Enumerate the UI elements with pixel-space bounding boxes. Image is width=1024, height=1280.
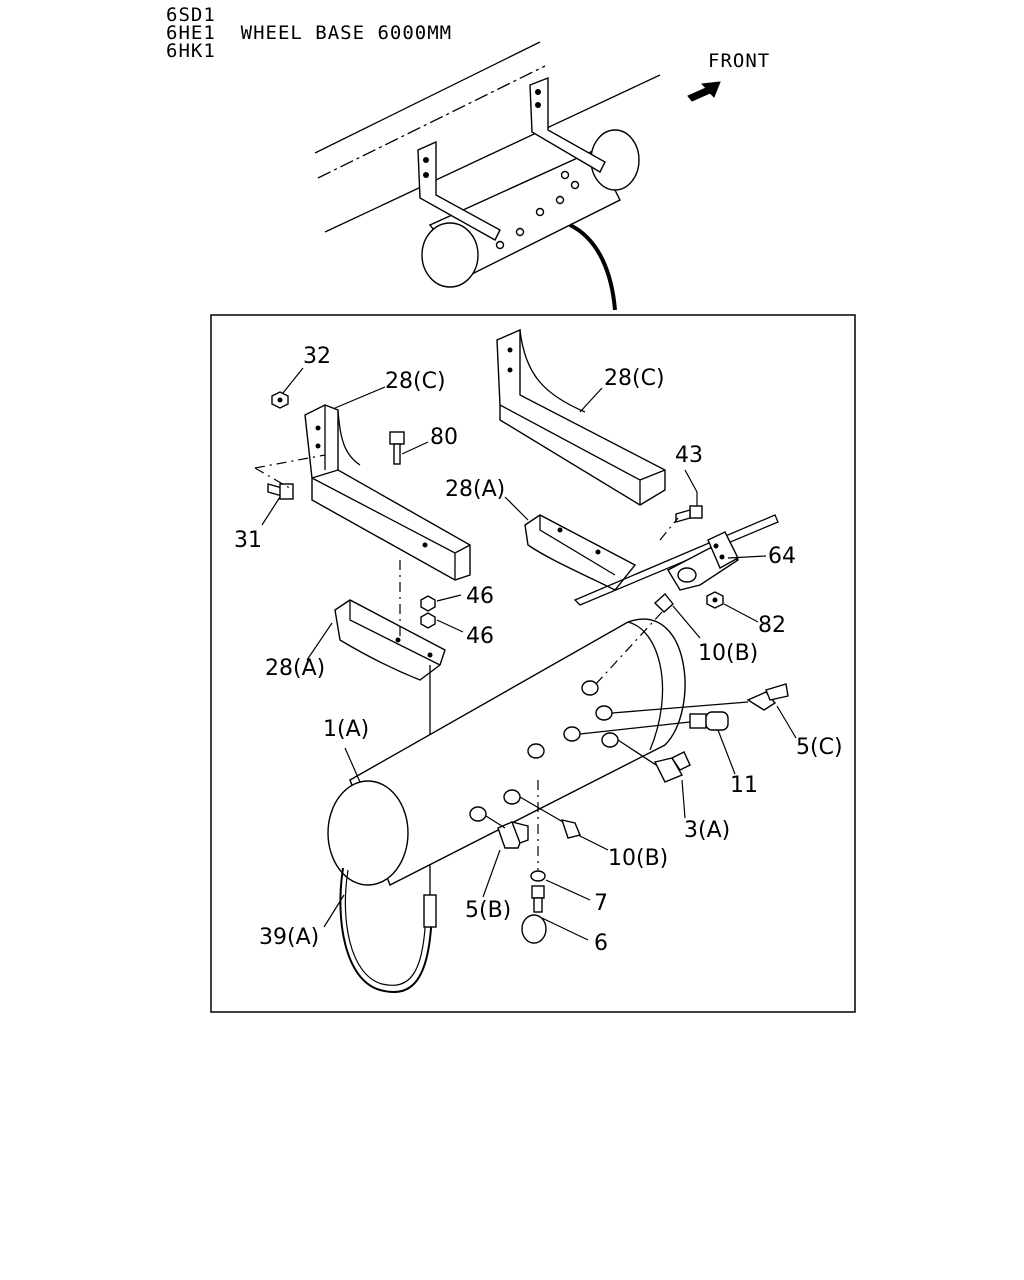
callout-28a-lower: 28(A) bbox=[265, 656, 325, 681]
callout-64: 64 bbox=[768, 544, 796, 569]
washer-7 bbox=[530, 870, 546, 882]
callout-1a: 1(A) bbox=[323, 717, 369, 742]
plug-10b-lower bbox=[560, 819, 581, 839]
callout-10b-lower: 10(B) bbox=[608, 846, 668, 871]
callout-43: 43 bbox=[675, 443, 703, 468]
callout-82: 82 bbox=[758, 613, 786, 638]
callout-7: 7 bbox=[594, 891, 608, 916]
elbow-fitting-3a bbox=[653, 751, 691, 783]
callout-5b: 5(B) bbox=[465, 898, 511, 923]
elbow-fitting-5c bbox=[746, 683, 789, 711]
air-tank-1a bbox=[327, 618, 686, 886]
callout-11: 11 bbox=[730, 773, 758, 798]
drain-valve-6 bbox=[521, 885, 547, 944]
bracket-28c-right bbox=[496, 328, 666, 506]
callout-46-lower: 46 bbox=[466, 624, 494, 649]
bracket-28a-upper bbox=[524, 514, 637, 591]
bracket-28c-left bbox=[304, 404, 471, 581]
leader-lines bbox=[261, 367, 797, 941]
nut-32 bbox=[271, 391, 289, 409]
model-code-1: 6SD1 bbox=[166, 4, 216, 26]
plug-10b-upper bbox=[653, 592, 674, 613]
nut-82 bbox=[706, 591, 724, 609]
band-39a bbox=[339, 867, 437, 994]
callout-10b-upper: 10(B) bbox=[698, 641, 758, 666]
callout-28c-left: 28(C) bbox=[385, 369, 446, 394]
callout-46-upper: 46 bbox=[466, 584, 494, 609]
callout-28c-right: 28(C) bbox=[604, 366, 665, 391]
callout-5c: 5(C) bbox=[796, 735, 843, 760]
callout-31: 31 bbox=[234, 528, 262, 553]
callout-80: 80 bbox=[430, 425, 458, 450]
nut-46-lower bbox=[420, 612, 436, 629]
valve-11 bbox=[689, 711, 729, 731]
bolt-31 bbox=[267, 483, 294, 500]
callout-3a: 3(A) bbox=[684, 818, 730, 843]
overview-frame-rails bbox=[314, 41, 661, 233]
front-direction-label: FRONT bbox=[708, 50, 771, 72]
model-code-3: 6HK1 bbox=[166, 40, 216, 62]
front-arrow-icon bbox=[687, 81, 721, 102]
callout-32: 32 bbox=[303, 344, 331, 369]
bolt-80 bbox=[389, 431, 405, 465]
callout-39a: 39(A) bbox=[259, 925, 319, 950]
callout-6: 6 bbox=[594, 931, 608, 956]
wheel-base-label: WHEEL BASE 6000MM bbox=[240, 22, 453, 44]
model-code-2: 6HE1 WHEEL BASE 6000MM bbox=[166, 22, 453, 44]
elbow-fitting-5b bbox=[497, 820, 529, 849]
detail-frame bbox=[210, 314, 856, 1013]
bracket-28a-lower bbox=[334, 599, 446, 681]
bolt-43 bbox=[675, 505, 703, 523]
bracket-64 bbox=[667, 531, 740, 591]
callout-28a-upper: 28(A) bbox=[445, 477, 505, 502]
overview-air-tank bbox=[417, 76, 640, 311]
nut-46-upper bbox=[420, 595, 436, 612]
